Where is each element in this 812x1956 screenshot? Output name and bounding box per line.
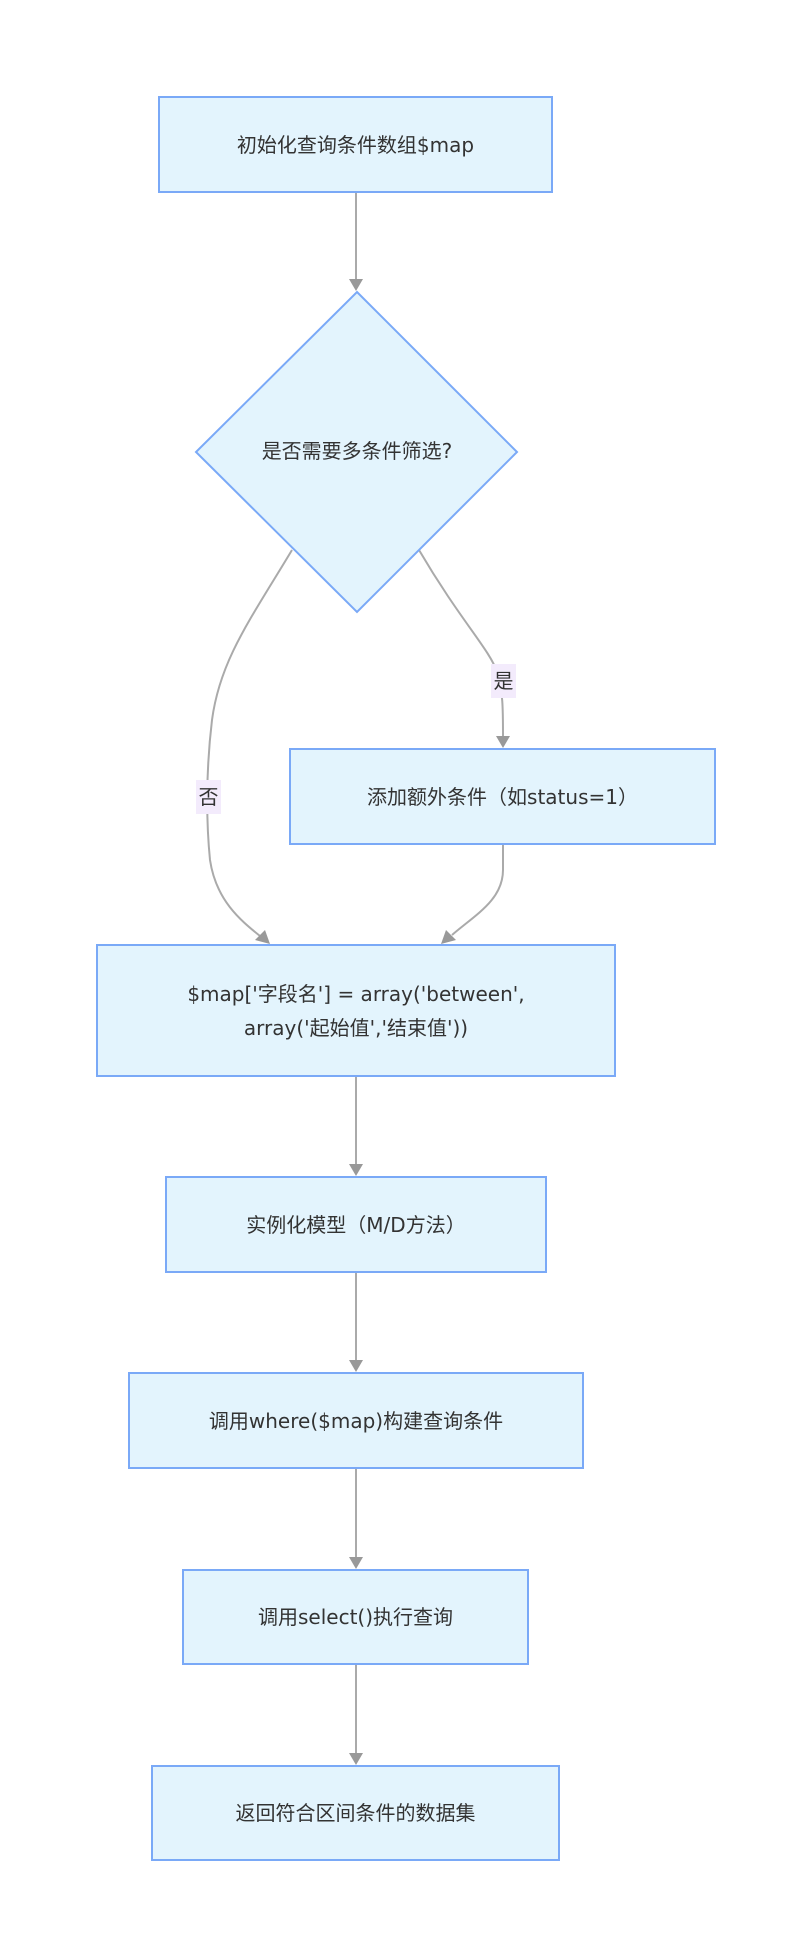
node-between-label: $map['字段名'] = array('between', array('起始… xyxy=(187,981,525,1040)
arrowhead-instantiate-to-where xyxy=(349,1360,363,1372)
node-where-label: 调用where($map)构建查询条件 xyxy=(208,1408,504,1433)
node-where: 调用where($map)构建查询条件 xyxy=(128,1372,584,1469)
arrowhead-add-condition-to-between xyxy=(441,930,456,944)
node-select-label: 调用select()执行查询 xyxy=(257,1605,454,1629)
node-between: $map['字段名'] = array('between', array('起始… xyxy=(96,944,616,1077)
edge-label-no: 否 xyxy=(196,780,221,814)
arrowhead-decision-to-between xyxy=(255,930,270,944)
arrowhead-init-to-decision xyxy=(349,279,363,291)
node-instantiate-label: 实例化模型（M/D方法） xyxy=(246,1212,466,1237)
node-add-condition: 添加额外条件（如status=1） xyxy=(289,748,716,845)
decision-diamond-shape xyxy=(194,290,519,614)
arrowhead-between-to-instantiate xyxy=(349,1164,363,1176)
node-init: 初始化查询条件数组$map xyxy=(158,96,553,193)
node-result: 返回符合区间条件的数据集 xyxy=(151,1765,560,1861)
edge-decision-to-add-condition xyxy=(418,549,504,737)
arrowhead-where-to-select xyxy=(349,1557,363,1569)
node-select: 调用select()执行查询 xyxy=(182,1569,529,1665)
edge-label-yes: 是 xyxy=(491,664,516,698)
node-init-label: 初始化查询条件数组$map xyxy=(236,132,475,157)
node-result-label: 返回符合区间条件的数据集 xyxy=(235,1801,476,1825)
node-instantiate: 实例化模型（M/D方法） xyxy=(165,1176,547,1273)
node-decision-label: 是否需要多条件筛选? xyxy=(261,439,453,463)
arrowhead-decision-to-add-condition xyxy=(496,736,510,748)
node-add-condition-label: 添加额外条件（如status=1） xyxy=(367,784,638,809)
edge-decision-to-between xyxy=(206,549,293,937)
edge-add-condition-to-between xyxy=(451,845,504,936)
arrowhead-select-to-result xyxy=(349,1753,363,1765)
